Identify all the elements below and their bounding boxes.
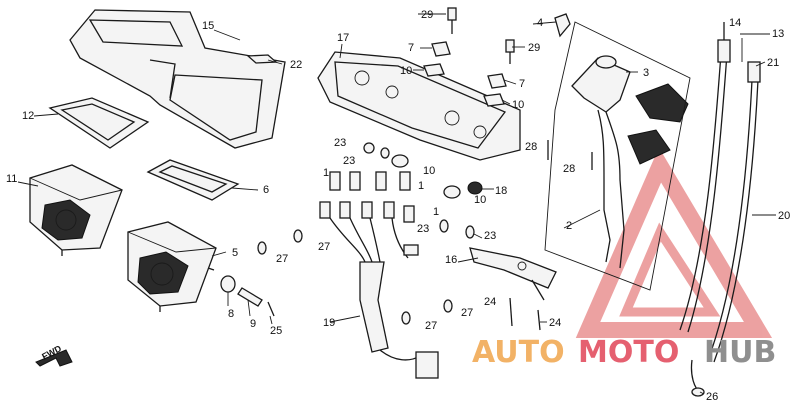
callout-c7b: 7 (519, 78, 525, 90)
callout-c12: 12 (22, 110, 34, 122)
callout-c19: 19 (323, 317, 335, 329)
callout-c2: 2 (566, 220, 572, 232)
switch-cap (627, 129, 671, 165)
leader-lines (17, 13, 776, 395)
callout-c9: 9 (250, 318, 256, 330)
callout-c20: 20 (778, 210, 790, 222)
speedometer-11 (29, 164, 123, 256)
callout-c10c: 10 (423, 165, 435, 177)
callout-c24: 24 (484, 296, 496, 308)
meter-upper-cover (69, 9, 286, 149)
callout-c23c: 23 (417, 223, 429, 235)
callout-c23b: 23 (343, 155, 355, 167)
callout-c18: 18 (495, 185, 507, 197)
callout-c29: 29 (421, 9, 433, 21)
callout-c27d: 27 (461, 307, 473, 319)
gasket-ring-6 (146, 159, 240, 201)
watermark-hub: HUB (704, 335, 776, 370)
callout-c4: 4 (537, 17, 543, 29)
ignition-switch-3 (554, 13, 631, 269)
callout-c22: 22 (290, 59, 302, 71)
callout-c17: 17 (337, 32, 349, 44)
watermark-moto: MOTO (578, 335, 679, 370)
callout-labels: 1112345677891010101011121314151617181920… (6, 9, 790, 403)
screw-25 (267, 301, 275, 317)
callout-c8: 8 (228, 308, 234, 320)
bulb-socket-9 (237, 287, 263, 307)
callout-c28: 28 (525, 141, 537, 153)
callout-c10d: 10 (474, 194, 486, 206)
bolt-24b (537, 309, 541, 331)
callout-c10b: 10 (512, 99, 524, 111)
watermark-text: AUTO MOTO HUB (472, 335, 776, 370)
watermark-logo-triangle (575, 147, 773, 338)
bolt-24 (509, 297, 513, 327)
callout-c14: 14 (729, 17, 741, 29)
callout-c15: 15 (202, 20, 214, 32)
callout-c7: 7 (408, 42, 414, 54)
mount-hardware (423, 7, 515, 107)
callout-c27c: 27 (425, 320, 437, 332)
callout-c3: 3 (643, 67, 649, 79)
callout-c13: 13 (772, 28, 784, 40)
callout-c26: 26 (706, 391, 718, 403)
tachometer-5 (127, 221, 217, 312)
switch-cover (635, 83, 689, 123)
callout-c23: 23 (334, 137, 346, 149)
callout-c16: 16 (445, 254, 457, 266)
watermark-auto: AUTO (472, 335, 565, 370)
meter-cable-20 (679, 22, 761, 397)
callout-c25: 25 (270, 325, 282, 337)
callout-c24b: 24 (549, 317, 561, 329)
callout-c6: 6 (263, 184, 269, 196)
callout-c27b: 27 (276, 253, 288, 265)
callout-c1b: 1 (418, 180, 424, 192)
grommet-8 (220, 275, 236, 293)
callout-c21: 21 (767, 57, 779, 69)
gasket-ring-12 (48, 97, 150, 149)
callout-c28b: 28 (563, 163, 575, 175)
callout-c23d: 23 (484, 230, 496, 242)
callout-c29b: 29 (528, 42, 540, 54)
callout-c5: 5 (232, 247, 238, 259)
indicator-bulbs-1 (319, 171, 415, 223)
fwd-direction-marker (35, 349, 73, 367)
bracket-16 (469, 247, 557, 301)
small-rubber-parts (257, 142, 483, 325)
callout-c1: 1 (323, 167, 329, 179)
meter-case-17 (317, 51, 521, 161)
callout-c10: 10 (400, 65, 412, 77)
wire-harness-19 (329, 217, 439, 379)
switch-group-frame (544, 21, 691, 291)
callout-c11: 11 (6, 173, 17, 185)
callout-c27: 27 (318, 241, 330, 253)
callout-c1c: 1 (433, 206, 439, 218)
